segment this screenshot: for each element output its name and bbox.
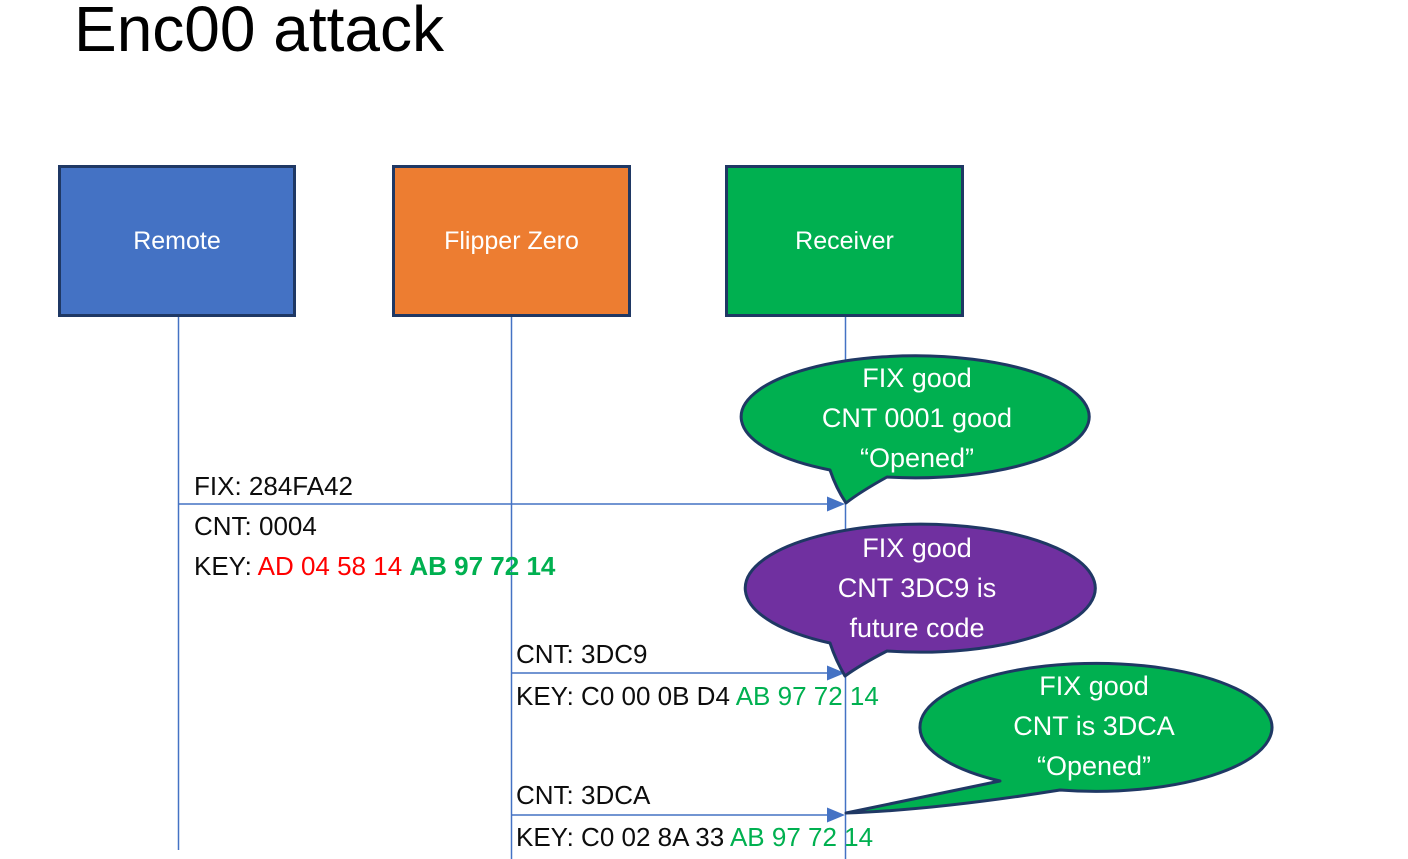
message-arrow-1-head bbox=[827, 496, 845, 512]
message-1-key-red-bytes: AD 04 58 14 bbox=[257, 551, 410, 581]
message-1-cnt-text: CNT: 0004 bbox=[194, 511, 317, 541]
bubble-2-shape bbox=[743, 522, 1097, 678]
page-title: Enc00 attack bbox=[74, 0, 444, 65]
actor-label-flipper-zero: Flipper Zero bbox=[444, 226, 579, 255]
bubble-2-text: FIX good CNT 3DC9 is future code bbox=[742, 528, 1092, 648]
actor-box-remote: Remote bbox=[58, 165, 296, 317]
bubble-2-line-1: FIX good bbox=[862, 533, 972, 563]
message-2-key-label: KEY: C0 00 0B D4 AB 97 72 14 bbox=[516, 681, 879, 711]
message-1-key-label: KEY: AD 04 58 14 AB 97 72 14 bbox=[194, 551, 555, 581]
bubble-3-line-1: FIX good bbox=[1039, 671, 1149, 701]
bubble-3-text: FIX good CNT is 3DCA “Opened” bbox=[918, 666, 1270, 786]
message-1-fix-label: FIX: 284FA42 bbox=[194, 471, 353, 501]
bubble-2-line-2: CNT 3DC9 is bbox=[837, 573, 997, 603]
bubble-1-line-2: CNT 0001 good bbox=[821, 403, 1013, 433]
bubble-1-text: FIX good CNT 0001 good “Opened” bbox=[742, 358, 1092, 478]
bubble-1-shape bbox=[739, 354, 1091, 505]
message-1-key-green-bytes: AB 97 72 14 bbox=[409, 551, 556, 581]
message-3-key-label: KEY: C0 02 8A 33 AB 97 72 14 bbox=[516, 822, 873, 852]
message-2-key-green-bytes: AB 97 72 14 bbox=[735, 681, 879, 711]
message-arrow-2-head bbox=[827, 665, 845, 681]
actor-box-receiver: Receiver bbox=[725, 165, 964, 317]
message-arrow-3-head bbox=[827, 807, 845, 823]
message-3-key-prefix: KEY: C0 02 8A 33 bbox=[516, 822, 730, 852]
actor-label-receiver: Receiver bbox=[795, 226, 894, 255]
bubble-3-line-2: CNT is 3DCA bbox=[1013, 711, 1175, 741]
message-3-key-green-bytes: AB 97 72 14 bbox=[729, 822, 874, 852]
bubble-3-line-3: “Opened” bbox=[1036, 751, 1152, 781]
message-1-fix-text: FIX: 284FA42 bbox=[194, 471, 353, 501]
message-1-cnt-label: CNT: 0004 bbox=[194, 511, 317, 541]
bubble-1-line-3: “Opened” bbox=[859, 443, 975, 473]
actor-box-flipper-zero: Flipper Zero bbox=[392, 165, 631, 317]
bubble-3-shape bbox=[844, 661, 1274, 815]
message-2-cnt-label: CNT: 3DC9 bbox=[516, 639, 647, 669]
message-2-key-prefix: KEY: C0 00 0B D4 bbox=[516, 681, 736, 711]
actor-label-remote: Remote bbox=[133, 226, 221, 255]
message-2-cnt-text: CNT: 3DC9 bbox=[516, 639, 648, 669]
bubble-2-line-3: future code bbox=[849, 613, 985, 643]
message-3-cnt-text: CNT: 3DCA bbox=[516, 780, 651, 810]
bubble-1-line-1: FIX good bbox=[862, 363, 972, 393]
message-1-key-prefix: KEY: bbox=[194, 551, 258, 581]
message-3-cnt-label: CNT: 3DCA bbox=[516, 780, 650, 810]
